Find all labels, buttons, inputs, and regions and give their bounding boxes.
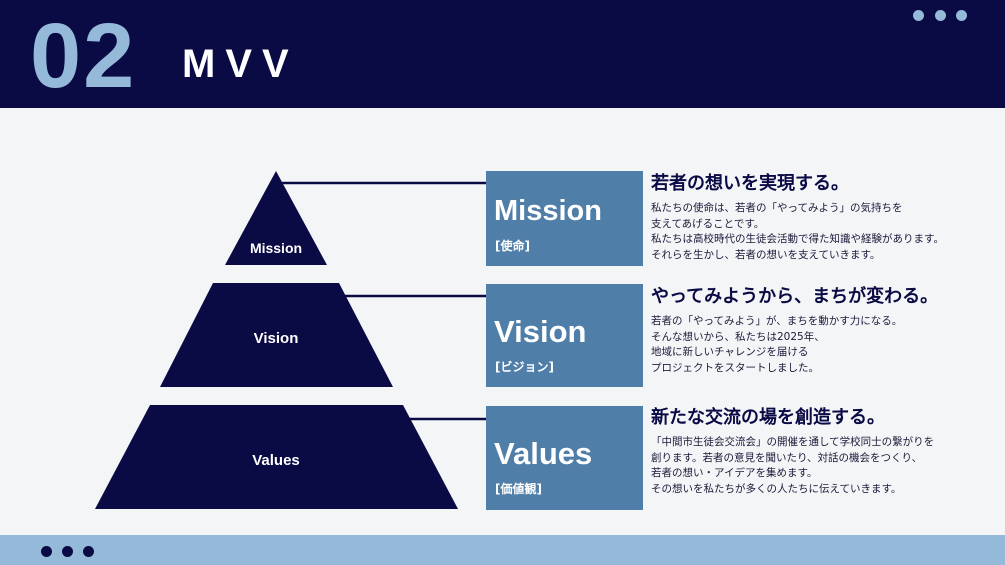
vision-description: 若者の「やってみよう」が、まちを動かす力になる。 そんな想いから、私たちは202…	[651, 314, 902, 376]
decor-dot-icon	[956, 10, 967, 21]
pyramid-tier-vision	[160, 283, 393, 387]
vision-desc-line: そんな想いから、私たちは2025年、	[651, 330, 825, 343]
values-desc-line: 「中間市生徒会交流会」の開催を通して学校同士の繋がりを	[651, 436, 935, 448]
pyramid-label-values: Values	[252, 452, 300, 469]
decor-dot-icon	[83, 546, 94, 557]
vision-desc-line: 若者の「やってみよう」が、まちを動かす力になる。	[651, 315, 903, 327]
page-title: MVV	[182, 42, 299, 86]
mission-box: Mission [使命]	[486, 171, 643, 266]
mission-desc-line: それらを生かし、若者の想いを支えていきます。	[651, 248, 881, 261]
mission-box-title: Mission	[494, 195, 602, 227]
values-desc-line: 創ります。若者の意見を聞いたり、対話の機会をつくり、	[651, 451, 923, 464]
values-box-subtitle: [価値観]	[495, 482, 542, 496]
values-desc-line: その想いを私たちが多くの人たちに伝えていきます。	[651, 482, 902, 495]
pyramid-tier-values	[95, 405, 458, 509]
decor-dot-icon	[935, 10, 946, 21]
vision-box-subtitle: [ビジョン]	[495, 360, 554, 374]
mission-box-subtitle: [使命]	[495, 239, 530, 253]
mission-desc-line: 私たちは高校時代の生徒会活動で得た知識や経験があります。	[651, 233, 944, 246]
values-description: 「中間市生徒会交流会」の開催を通して学校同士の繋がりを 創ります。若者の意見を聞…	[651, 435, 934, 497]
vision-desc-line: プロジェクトをスタートしました。	[651, 361, 819, 374]
values-box-title: Values	[494, 436, 593, 471]
header-bar	[0, 0, 1005, 108]
section-number: 02	[30, 5, 137, 107]
values-desc-line: 若者の想い・アイデアを集めます。	[651, 467, 818, 480]
pyramid-label-mission: Mission	[250, 240, 302, 256]
mission-desc-line: 私たちの使命は、若者の「やってみよう」の気持ちを	[651, 202, 903, 214]
values-heading: 新たな交流の場を創造する。	[651, 407, 885, 428]
decor-dot-icon	[913, 10, 924, 21]
decor-dot-icon	[41, 546, 52, 557]
vision-box: Vision [ビジョン]	[486, 284, 643, 387]
footer-bar	[0, 535, 1005, 565]
pyramid-label-vision: Vision	[254, 330, 299, 347]
pyramid-tier-mission	[225, 171, 327, 265]
mission-description: 私たちの使命は、若者の「やってみよう」の気持ちを 支えてあげることです。 私たち…	[651, 201, 944, 263]
vision-box-title: Vision	[494, 314, 587, 349]
vision-desc-line: 地域に新しいチャレンジを届ける	[651, 346, 809, 359]
values-box: Values [価値観]	[486, 406, 643, 510]
vision-heading: やってみようから、まちが変わる。	[651, 286, 939, 307]
mission-heading: 若者の想いを実現する。	[651, 173, 849, 194]
mission-desc-line: 支えてあげることです。	[651, 217, 765, 230]
decor-dot-icon	[62, 546, 73, 557]
